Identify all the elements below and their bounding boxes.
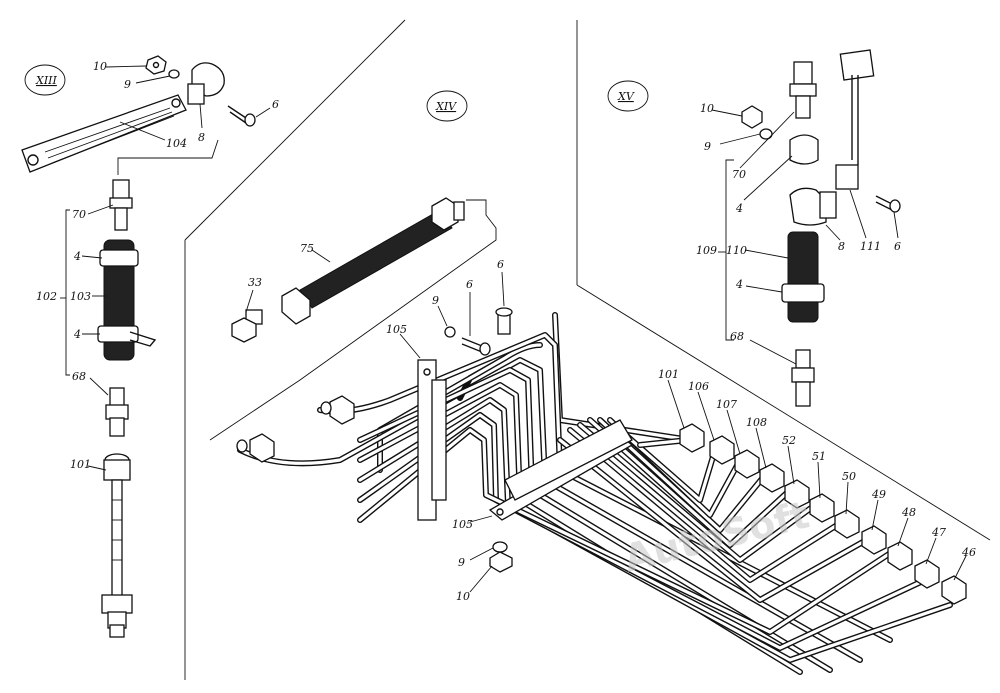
label-108: 108	[746, 416, 767, 429]
label-10-xiii: 10	[93, 60, 107, 73]
label-101-xiv: 101	[658, 368, 679, 381]
bolt-6	[227, 105, 256, 127]
label-106: 106	[688, 380, 709, 393]
washer-9	[168, 69, 180, 79]
bolt-6-xiv-b	[461, 337, 491, 356]
label-68-xv: 68	[730, 330, 744, 343]
washer-9-xiv	[444, 326, 456, 338]
group-xv-circle	[607, 80, 649, 112]
clip-4-xv-b	[781, 283, 825, 303]
group-xiii-label: XIII	[35, 74, 58, 87]
label-107: 107	[716, 398, 737, 411]
label-109: 109	[696, 244, 717, 257]
label-49: 49	[871, 488, 886, 501]
label-52: 52	[782, 434, 796, 447]
label-104: 104	[166, 137, 187, 150]
clip-4-xv-a	[789, 134, 819, 165]
clip-4b	[97, 325, 139, 343]
label-9-xv: 9	[704, 140, 711, 153]
label-10-xv: 10	[700, 102, 714, 115]
nut-10-xv	[741, 105, 763, 129]
hose-assembly-102	[97, 179, 157, 361]
bolt-6-xv	[875, 195, 901, 213]
label-9-xiii: 9	[124, 78, 131, 91]
label-4a-xiii: 4	[73, 250, 81, 263]
label-4b-xiii: 4	[73, 328, 81, 341]
fitting-68-xv	[791, 349, 815, 407]
label-110: 110	[726, 244, 747, 257]
label-105-b: 105	[452, 518, 473, 531]
label-6-xiv-b: 6	[497, 258, 504, 271]
nut-10-xiv	[489, 551, 513, 573]
group-xiv: XIV	[209, 90, 976, 675]
bolt-101	[101, 453, 133, 638]
bracket-111	[835, 49, 875, 190]
label-101-xiii: 101	[70, 458, 91, 471]
washer-9-xv	[759, 128, 773, 140]
clamp-bracket	[187, 83, 205, 105]
label-4b-xv: 4	[735, 278, 743, 291]
label-102: 102	[36, 290, 57, 303]
group-xv-label: XV	[617, 90, 635, 103]
clamp-105-left	[417, 359, 447, 521]
label-4a-xv: 4	[735, 202, 743, 215]
label-10-xiv: 10	[456, 590, 470, 603]
label-8-xiii: 8	[198, 131, 205, 144]
nut-75-left	[281, 287, 311, 325]
clip-4a	[99, 249, 139, 267]
label-103: 103	[70, 290, 91, 303]
label-111: 111	[860, 240, 881, 253]
group-xiv-label: XIV	[435, 100, 457, 113]
fitting-33	[231, 309, 263, 343]
label-47: 47	[931, 526, 946, 539]
label-51: 51	[812, 450, 826, 463]
group-xv: XV	[607, 49, 901, 407]
fitting-70-xv	[789, 61, 817, 119]
clamp-105-right	[488, 419, 634, 521]
tube-nuts	[236, 395, 967, 605]
label-105-a: 105	[386, 323, 407, 336]
label-9-xiv: 9	[432, 294, 439, 307]
label-68-xiii: 68	[72, 370, 86, 383]
label-70-xv: 70	[732, 168, 746, 181]
label-50: 50	[842, 470, 856, 483]
label-33: 33	[248, 276, 262, 289]
label-75: 75	[300, 242, 314, 255]
label-70-xiii: 70	[72, 208, 86, 221]
label-6-xv: 6	[894, 240, 901, 253]
label-9-xiv-b: 9	[458, 556, 465, 569]
group-xiv-circle	[426, 90, 468, 122]
fitting-68	[105, 387, 129, 437]
washer-9-xiv-b	[492, 541, 508, 553]
nut-10	[145, 55, 167, 75]
hose-110	[787, 231, 819, 323]
nut-75-right	[431, 197, 459, 231]
bolt-6-xiv-a	[495, 307, 513, 335]
strap-104	[21, 94, 187, 173]
label-8-xv: 8	[838, 240, 845, 253]
section-dividers	[184, 19, 991, 680]
label-6-xiv-a: 6	[466, 278, 473, 291]
hose-75	[281, 197, 465, 325]
group-xiii-circle	[24, 64, 66, 96]
label-46: 46	[961, 546, 976, 559]
group-xiii: XIII	[21, 55, 279, 638]
tube-bundle	[237, 312, 953, 675]
label-48: 48	[901, 506, 916, 519]
label-6-xiii: 6	[272, 98, 279, 111]
